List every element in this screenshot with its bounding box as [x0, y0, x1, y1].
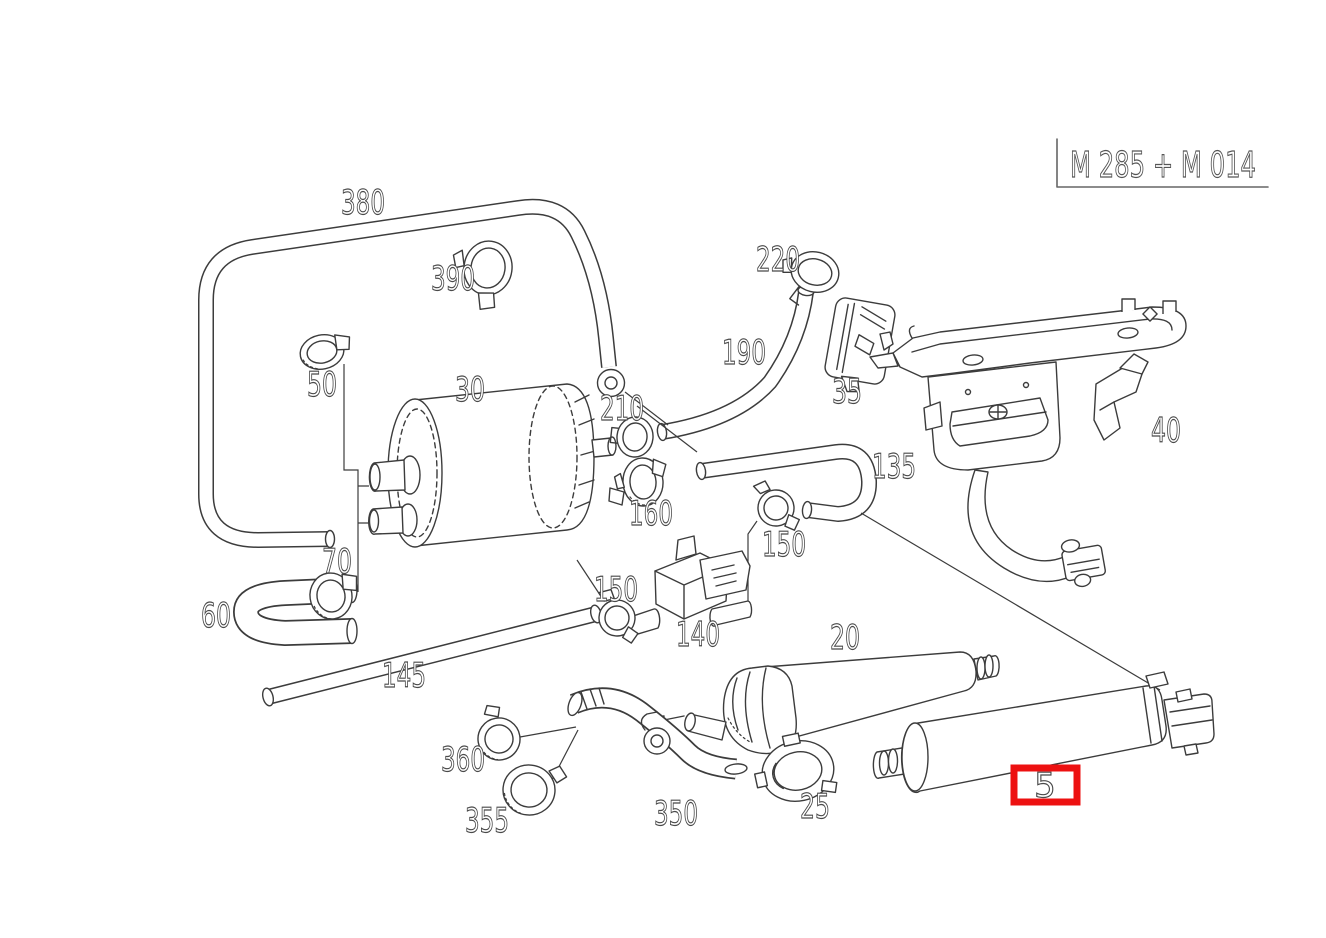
part-label-5[interactable]: 5 — [1034, 765, 1057, 806]
clamp-220 — [782, 251, 840, 306]
part-label-70[interactable]: 70 — [321, 541, 352, 582]
hose-190 — [656, 285, 815, 442]
clamp-355 — [502, 764, 568, 816]
part-label-20[interactable]: 20 — [829, 617, 860, 658]
part-label-35[interactable]: 35 — [831, 371, 862, 412]
leader-50-70 — [343, 364, 369, 592]
part-label-210[interactable]: 210 — [599, 388, 644, 429]
hose-135 — [695, 443, 877, 522]
clamp-160 — [613, 457, 667, 507]
stud-left — [1121, 298, 1136, 312]
leader-135-pump — [860, 512, 1161, 691]
hose-380 — [198, 198, 626, 549]
leader-190 — [624, 391, 669, 426]
part-label-30[interactable]: 30 — [454, 369, 485, 410]
part-label-25[interactable]: 25 — [799, 786, 830, 827]
clamp-390 — [452, 240, 513, 311]
part-label-390[interactable]: 390 — [430, 258, 475, 299]
stud-right — [1162, 300, 1177, 314]
part-label-145[interactable]: 145 — [381, 655, 426, 696]
title-text: M 285 + M 014 — [1070, 145, 1256, 186]
leader-360 — [519, 726, 577, 738]
clamp-210 — [609, 416, 654, 458]
clamp-50 — [299, 334, 351, 370]
mount-ring-25 — [753, 732, 838, 802]
clamp-150-right — [752, 480, 801, 531]
part-label-50[interactable]: 50 — [306, 364, 337, 405]
valve-140 — [622, 535, 753, 638]
part-label-150-left[interactable]: 150 — [593, 569, 638, 610]
part-label-220[interactable]: 220 — [755, 239, 800, 280]
clamp-70 — [309, 572, 358, 620]
part-label-40[interactable]: 40 — [1150, 410, 1181, 451]
leader-150-valve — [747, 520, 758, 603]
part-label-150-right[interactable]: 150 — [761, 524, 806, 565]
part-label-350[interactable]: 350 — [653, 793, 698, 834]
part-label-355[interactable]: 355 — [464, 800, 509, 841]
part-label-135[interactable]: 135 — [871, 446, 916, 487]
canister-30 — [368, 383, 625, 548]
highlight-box[interactable] — [1010, 764, 1081, 806]
part-label-360[interactable]: 360 — [440, 739, 485, 780]
hose-350 — [567, 687, 748, 780]
part-label-160[interactable]: 160 — [628, 493, 673, 534]
part-label-140[interactable]: 140 — [675, 614, 720, 655]
clamp-150-left — [598, 588, 639, 644]
fuel-pump-5 — [872, 671, 1215, 794]
clamp-360 — [477, 704, 521, 761]
part-label-60[interactable]: 60 — [200, 595, 231, 636]
leader-135-left — [636, 405, 698, 453]
title-box — [1056, 138, 1269, 188]
hose-145 — [261, 604, 603, 707]
part-label-380[interactable]: 380 — [340, 182, 385, 223]
bracket-40 — [869, 298, 1187, 588]
part-label-190[interactable]: 190 — [721, 332, 766, 373]
